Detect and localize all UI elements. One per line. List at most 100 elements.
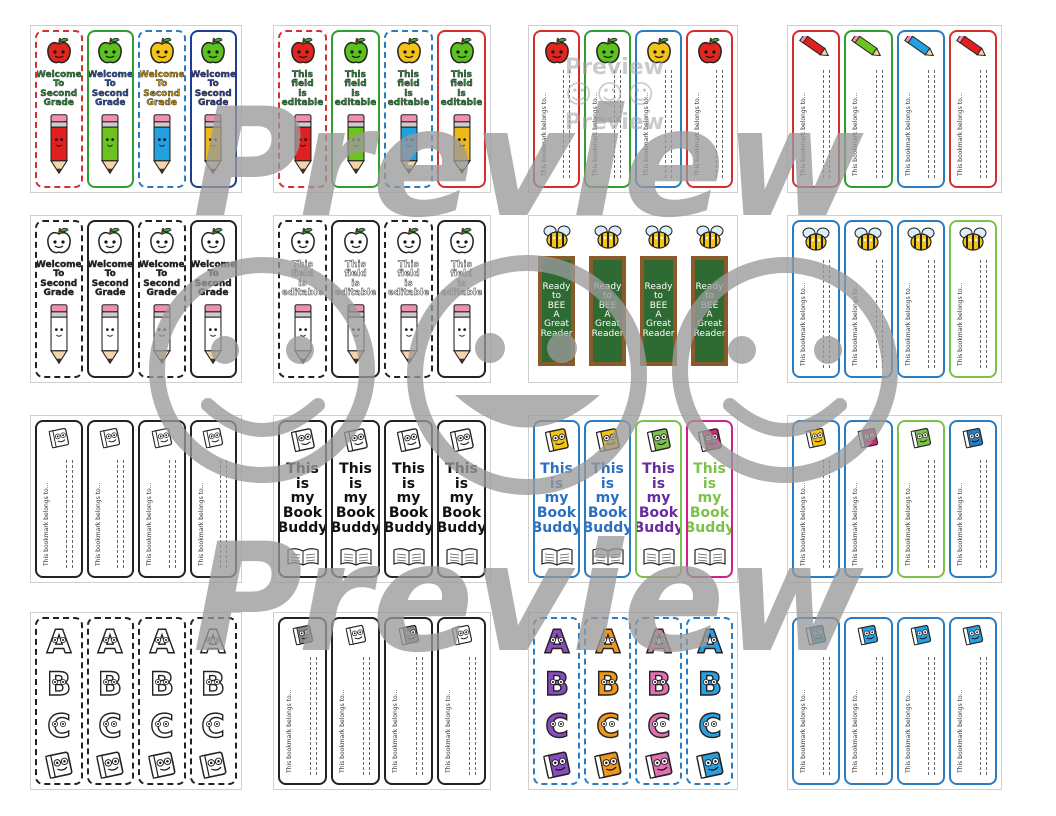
- book-buddy-icon: [44, 751, 73, 779]
- book-buddy-icon: [202, 427, 224, 449]
- bookmark: This bookmark belongs to...: [86, 420, 134, 578]
- bookmark-owner-label: This bookmark belongs to...: [852, 92, 860, 176]
- writing-lines: [823, 657, 831, 775]
- small-preview-stamp: Preview☺☺☺Preview: [565, 55, 665, 135]
- bookmark: This bookmark belongs to...: [792, 617, 841, 785]
- book-buddy-icon: [644, 751, 672, 779]
- apple-icon: [290, 227, 315, 254]
- writing-lines: [220, 460, 227, 568]
- letter-c-icon: C: [201, 706, 226, 745]
- writing-lines: [117, 460, 124, 568]
- writing-lines: [875, 460, 883, 568]
- writing-lines: [363, 657, 370, 775]
- bookmark-sheet-r2c4: This bookmark belongs to... This bookmar…: [787, 215, 1002, 383]
- writing-lines: [875, 260, 883, 368]
- open-book-icon: [642, 548, 675, 566]
- bookmark: This bookmark belongs to...: [948, 220, 997, 378]
- bookmark: This bookmark belongs to...: [844, 617, 893, 785]
- bookmark-sheet-r1c4: This bookmark belongs to... This bookmar…: [787, 25, 1002, 193]
- apple-icon: [449, 227, 474, 254]
- bookmark-owner-label: This bookmark belongs to...: [146, 482, 153, 566]
- writing-lines: [823, 260, 831, 368]
- bookmark: This bookmark belongs to...: [792, 30, 841, 188]
- bookmark-sheet-r3c4: This bookmark belongs to... This bookmar…: [787, 415, 1002, 583]
- book-buddy-icon: [805, 427, 827, 449]
- bee-icon: [543, 225, 570, 249]
- pencil-icon: [293, 113, 312, 174]
- bookmark-sheet-r4c3: A B C A B C A B C A B: [528, 612, 738, 790]
- letter-c-icon: C: [646, 706, 671, 745]
- bookmark-sheet-r4c4: This bookmark belongs to... This bookmar…: [787, 612, 1002, 790]
- letter-c-icon: C: [595, 706, 620, 745]
- book-buddy-icon: [147, 751, 176, 779]
- svg-text:C: C: [202, 707, 225, 743]
- pencil-icon: [452, 303, 471, 364]
- writing-lines: [416, 657, 423, 775]
- pencil-icon: [799, 33, 830, 57]
- apple-icon: [343, 37, 368, 64]
- writing-lines: [716, 70, 723, 178]
- bookmark: This bookmark belongs to...: [331, 617, 380, 785]
- pencil-icon: [399, 113, 418, 174]
- apple-icon: [46, 37, 71, 64]
- letter-a-icon: A: [46, 622, 72, 661]
- book-buddy-icon: [646, 428, 671, 453]
- book-buddy-icon: [292, 624, 313, 646]
- book-buddy-icon: [96, 751, 124, 779]
- svg-text:A: A: [646, 623, 671, 659]
- bookmark-owner-label: This bookmark belongs to...: [956, 282, 964, 366]
- bookmark: This bookmark belongs to...: [792, 220, 841, 378]
- apple-icon: [290, 37, 315, 64]
- bookmark-owner-label: This bookmark belongs to...: [904, 282, 912, 366]
- bookmark: This bookmark belongs to...: [896, 420, 945, 578]
- bookmark: A B C: [533, 617, 580, 785]
- book-buddy-icon: [910, 624, 931, 646]
- book-buddy-icon: [910, 427, 931, 449]
- bookmark: This bookmark belongs to...: [189, 420, 237, 578]
- bookmark: This bookmark belongs to...: [948, 617, 997, 785]
- writing-lines: [614, 70, 621, 178]
- bee-icon: [696, 225, 723, 249]
- bookmark: A B C: [635, 617, 682, 785]
- pencil-icon: [204, 303, 223, 364]
- book-buddy-icon: [343, 428, 368, 453]
- bookmark-owner-label: This bookmark belongs to...: [956, 92, 964, 176]
- apple-icon: [396, 227, 421, 254]
- bee-icon: [854, 227, 882, 251]
- bookmark: A B C: [189, 617, 237, 785]
- letter-a-icon: A: [97, 622, 123, 661]
- svg-text:A: A: [544, 623, 569, 659]
- letter-b-icon: B: [200, 664, 226, 703]
- book-buddy-icon: [151, 427, 172, 449]
- svg-text:B: B: [595, 665, 619, 701]
- letter-a-icon: A: [543, 622, 569, 661]
- letter-a-icon: A: [594, 622, 620, 661]
- apple-icon: [449, 37, 474, 64]
- letter-a-icon: A: [645, 622, 671, 661]
